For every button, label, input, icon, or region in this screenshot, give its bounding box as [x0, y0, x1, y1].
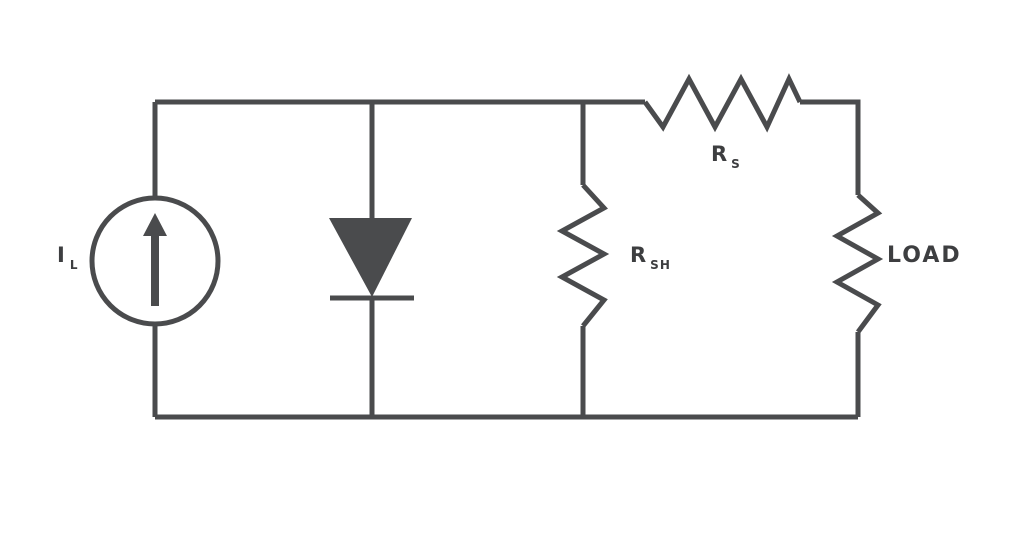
series-resistor-label-main: R [711, 142, 728, 166]
diode [329, 218, 414, 301]
current-source-circle [89, 195, 221, 327]
current-source-label-sub: L [70, 258, 79, 272]
shunt-resistor-zigzag-icon [556, 183, 610, 328]
load-label: LOAD [887, 243, 962, 268]
top-wire-right [800, 99, 861, 195]
series-resistor-zigzag-icon [642, 73, 803, 133]
up-arrow-icon [143, 213, 167, 306]
current-source [89, 195, 221, 327]
series-resistor-label-sub: S [731, 157, 741, 171]
shunt-resistor-label-main: R [630, 243, 647, 267]
wires [152, 99, 861, 420]
current-source-label-main: I [57, 243, 66, 267]
diode-triangle-icon [329, 218, 412, 297]
shunt-resistor-label-sub: SH [650, 258, 671, 272]
load-resistor-zigzag-icon [831, 193, 884, 334]
